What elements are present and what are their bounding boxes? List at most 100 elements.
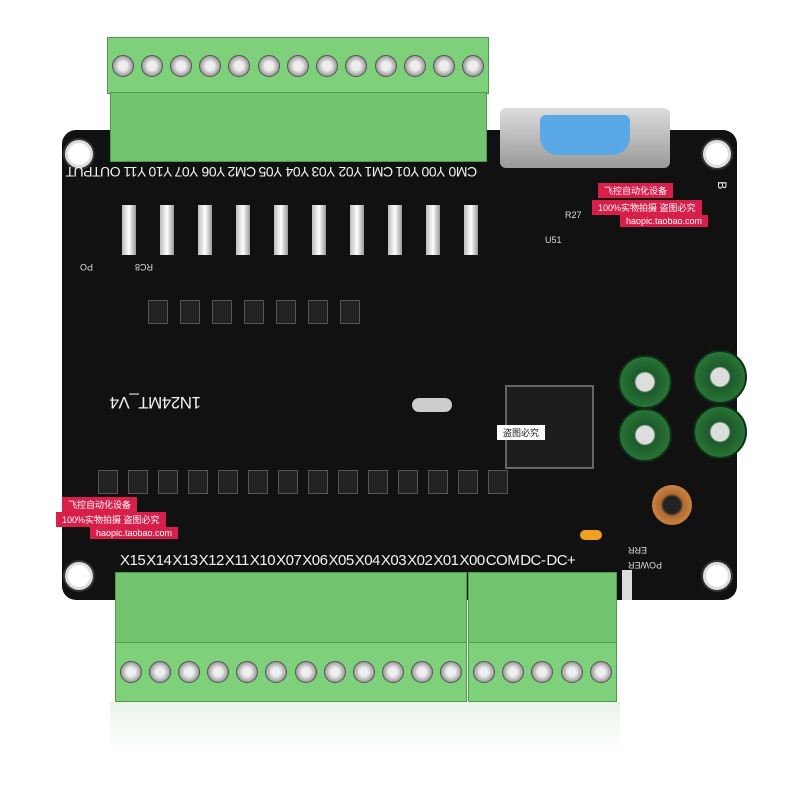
input-label: X10	[249, 552, 276, 569]
transistor	[160, 205, 174, 255]
watermark-line3: haopic.taobao.com	[620, 215, 709, 227]
ic	[488, 470, 508, 494]
capacitor	[618, 355, 672, 409]
terminal-screw	[374, 54, 397, 77]
input-label: COM	[485, 552, 520, 569]
terminal-screw	[433, 54, 456, 77]
input-label: X11	[224, 552, 250, 569]
output-label: Y02	[338, 164, 362, 180]
output-label: Y10	[148, 164, 173, 180]
ic	[128, 470, 148, 494]
terminal-screw	[531, 661, 554, 683]
input-label: X01	[433, 552, 459, 569]
terminal-screw	[590, 661, 613, 683]
terminal-screw	[502, 661, 525, 683]
mount-hole	[65, 140, 93, 168]
input-label: X12	[198, 552, 225, 569]
power-terminal-body	[468, 572, 617, 644]
input-label: X02	[407, 552, 433, 569]
rc8-label: RC8	[135, 262, 154, 272]
terminal-screw	[199, 54, 222, 77]
terminal-screw	[294, 661, 317, 683]
terminal-screw	[403, 54, 426, 77]
watermark-center: 盗图必究	[497, 425, 546, 440]
terminal-screw	[411, 661, 434, 683]
capacitor	[693, 405, 747, 459]
mount-hole	[703, 140, 731, 168]
terminal-screw	[345, 54, 368, 77]
watermark-line1: 飞控自动化设备	[62, 497, 138, 512]
ic	[218, 470, 238, 494]
transistor	[426, 205, 440, 255]
watermark-line2: 100%实物拍摄 盗图必究	[592, 200, 702, 215]
input-label: X07	[276, 552, 302, 569]
transistor	[274, 205, 288, 255]
crystal	[412, 398, 452, 412]
ic	[428, 470, 448, 494]
ic	[308, 300, 328, 324]
output-label: Y07	[175, 164, 199, 180]
input-label: X03	[380, 552, 407, 569]
terminal-screw	[236, 661, 259, 683]
transistor	[464, 205, 478, 255]
serial-port-socket[interactable]	[540, 115, 630, 155]
input-label: X13	[172, 552, 198, 569]
terminal-screw	[265, 661, 288, 683]
output-label: Y00	[422, 164, 446, 180]
run-switch[interactable]	[622, 570, 632, 600]
power-label: POWER	[628, 560, 663, 570]
input-labels: X15 X14 X13 X12 X11 X10 X07 X06 X05 X04 …	[120, 552, 576, 569]
output-label: Y06	[201, 164, 226, 180]
input-label: X00	[459, 552, 486, 569]
terminal-screw	[207, 661, 230, 683]
output-label: CM2	[228, 164, 257, 180]
ic	[158, 470, 178, 494]
model-label: 1N24MT_V4	[110, 393, 201, 412]
capacitor	[580, 530, 602, 540]
transistor	[236, 205, 250, 255]
transistor	[198, 205, 212, 255]
inductor-coil	[652, 485, 692, 525]
transistor	[388, 205, 402, 255]
output-label: Y05	[259, 164, 283, 180]
terminal-screw	[228, 54, 251, 77]
input-terminal-block	[115, 642, 467, 702]
ic	[212, 300, 232, 324]
transistor	[350, 205, 364, 255]
terminal-screw	[472, 661, 495, 683]
output-optocouplers	[148, 300, 360, 324]
input-optocouplers	[98, 470, 508, 494]
watermark-line3: haopic.taobao.com	[90, 527, 179, 539]
terminal-screw	[323, 661, 346, 683]
output-label: Y01	[396, 164, 420, 180]
input-label: X05	[328, 552, 355, 569]
input-label: X15	[120, 552, 146, 569]
mount-hole	[65, 562, 93, 590]
ic	[276, 300, 296, 324]
ic	[368, 470, 388, 494]
output-header: OUTPUT	[66, 164, 121, 180]
terminal-screw	[316, 54, 339, 77]
u51-label: U51	[545, 235, 562, 245]
input-label: X04	[354, 552, 381, 569]
ic	[398, 470, 418, 494]
watermark-line2: 100%实物拍摄 盗图必究	[56, 512, 166, 527]
terminal-screw	[111, 54, 134, 77]
output-label: Y11	[123, 164, 146, 180]
terminal-screw	[177, 661, 200, 683]
terminal-screw	[286, 54, 309, 77]
po-label: PO	[80, 262, 94, 272]
terminal-screw	[119, 661, 142, 683]
err-label: ERR	[628, 545, 648, 555]
output-label: CM1	[364, 164, 394, 180]
terminal-screw	[140, 54, 163, 77]
r27-label: R27	[565, 210, 582, 220]
input-label: X06	[302, 552, 328, 569]
terminal-screw	[257, 54, 280, 77]
capacitor	[618, 408, 672, 462]
output-labels: OUTPUT Y11 Y10 Y07 Y06 CM2 Y05 Y04 Y03 Y…	[66, 164, 477, 180]
terminal-screw	[560, 661, 583, 683]
terminal-screw	[440, 661, 463, 683]
output-terminal-block	[107, 37, 489, 94]
ic	[98, 470, 118, 494]
